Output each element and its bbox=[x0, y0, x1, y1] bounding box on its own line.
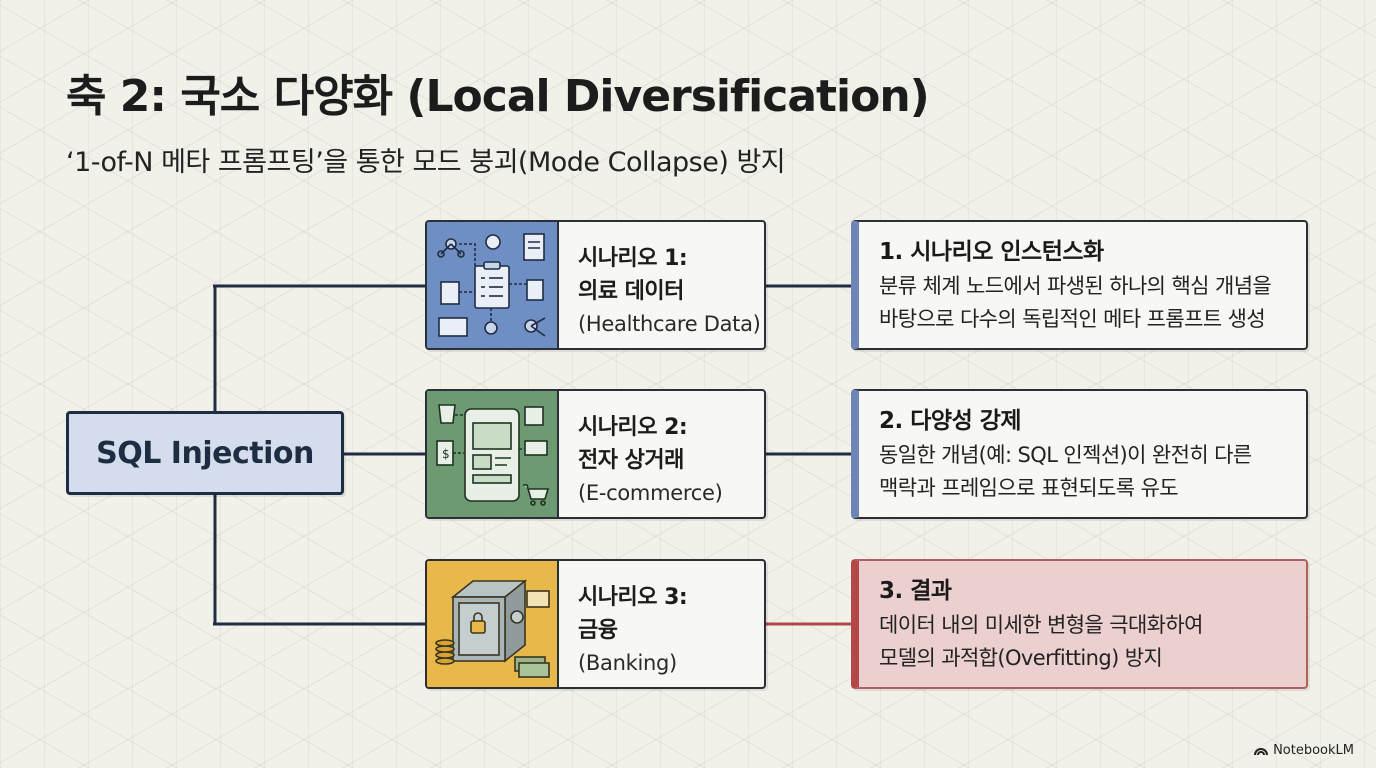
scenario-1-label: 시나리오 1: bbox=[578, 246, 688, 271]
scenario-2-label: 시나리오 2: bbox=[578, 415, 688, 440]
panel-2-title: 2. 다양성 강제 bbox=[879, 408, 1022, 434]
scenario-3-label: 시나리오 3: bbox=[578, 585, 688, 610]
panel-instantiation: 1. 시나리오 인스턴스화 분류 체계 노드에서 파생된 하나의 핵심 개념을 … bbox=[851, 220, 1308, 350]
scenario-3-name: 금융 bbox=[578, 618, 618, 643]
scenario-1-english: (Healthcare Data) bbox=[578, 312, 761, 336]
banking-safe-icon bbox=[427, 561, 559, 687]
root-label: SQL Injection bbox=[96, 435, 314, 471]
root-node: SQL Injection bbox=[66, 411, 344, 495]
panel-3-line-2: 모델의 과적합(Overfitting) 방지 bbox=[879, 646, 1163, 670]
panel-result: 3. 결과 데이터 내의 미세한 변형을 극대화하여 모델의 과적합(Overf… bbox=[851, 559, 1308, 689]
panel-2-line-2: 맥락과 프레임으로 표현되도록 유도 bbox=[879, 476, 1179, 500]
panel-3-title: 3. 결과 bbox=[879, 578, 952, 604]
notebooklm-logo-icon bbox=[1254, 748, 1269, 756]
panel-1-title: 1. 시나리오 인스턴스화 bbox=[879, 239, 1104, 265]
healthcare-data-icon bbox=[427, 222, 559, 348]
panel-3-line-1: 데이터 내의 미세한 변형을 극대화하여 bbox=[879, 613, 1203, 637]
panel-1-line-1: 분류 체계 노드에서 파생된 하나의 핵심 개념을 bbox=[879, 274, 1272, 298]
svg-text:$: $ bbox=[442, 447, 450, 461]
scenario-3-english: (Banking) bbox=[578, 651, 677, 675]
scenario-card-2: $ 시나리오 2: 전자 상거래 (E-commerce) bbox=[425, 389, 766, 519]
scenario-2-english: (E-commerce) bbox=[578, 481, 723, 505]
scenario-1-name: 의료 데이터 bbox=[578, 279, 684, 304]
panel-diversity: 2. 다양성 강제 동일한 개념(예: SQL 인젝션)이 완전히 다른 맥락과… bbox=[851, 389, 1308, 519]
ecommerce-icon: $ bbox=[427, 391, 559, 517]
brand-label: NotebookLM bbox=[1273, 743, 1354, 758]
page-subtitle: ‘1-of-N 메타 프롬프팅’을 통한 모드 붕괴(Mode Collapse… bbox=[66, 147, 786, 178]
panel-1-line-2: 바탕으로 다수의 독립적인 메타 프롬프트 생성 bbox=[879, 307, 1266, 331]
scenario-card-3: 시나리오 3: 금융 (Banking) bbox=[425, 559, 766, 689]
scenario-card-1: 시나리오 1: 의료 데이터 (Healthcare Data) bbox=[425, 220, 766, 350]
page-title: 축 2: 국소 다양화 (Local Diversification) bbox=[66, 71, 930, 122]
panel-2-line-1: 동일한 개념(예: SQL 인젝션)이 완전히 다른 bbox=[879, 443, 1252, 467]
scenario-2-name: 전자 상거래 bbox=[578, 448, 684, 473]
brand-watermark: NotebookLM bbox=[1254, 743, 1354, 758]
